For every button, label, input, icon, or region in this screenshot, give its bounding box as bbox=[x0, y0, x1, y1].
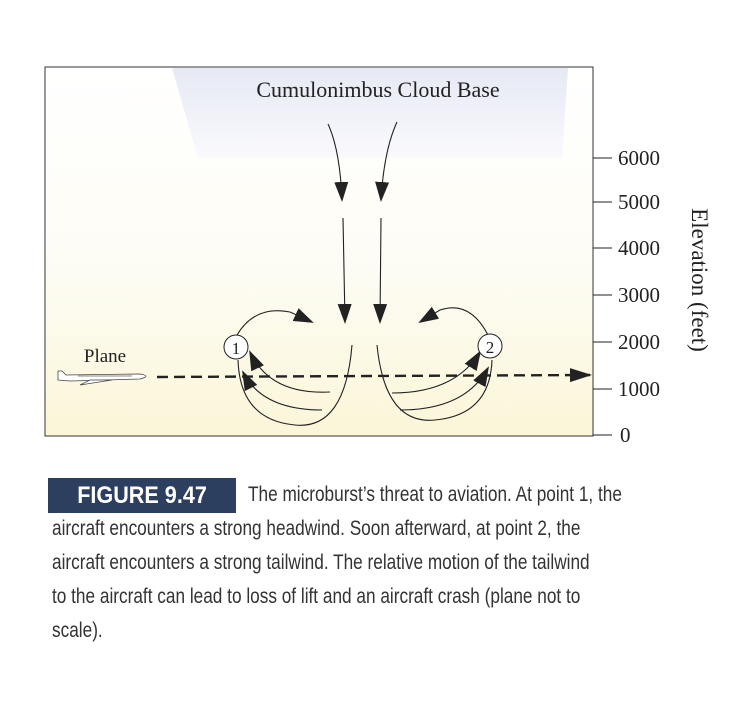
axis-label: Elevation (feet) bbox=[687, 208, 712, 352]
point-1-marker bbox=[223, 334, 249, 360]
left-vortex bbox=[236, 308, 353, 426]
cloud-base bbox=[172, 68, 568, 158]
right-vortex bbox=[376, 306, 493, 421]
tick-label: 0 bbox=[620, 423, 631, 447]
point-1-label: 1 bbox=[232, 339, 241, 358]
downdraft-arrows bbox=[327, 121, 398, 324]
tick-label: 5000 bbox=[618, 190, 660, 214]
caption-line: aircraft encounters a strong tailwind. T… bbox=[52, 551, 590, 574]
plane-label: Plane bbox=[84, 346, 126, 367]
tick-label: 4000 bbox=[618, 236, 660, 260]
figure-number: FIGURE 9.47 bbox=[48, 478, 236, 513]
tick-label: 2000 bbox=[618, 330, 660, 354]
flight-path-arrow bbox=[156, 368, 592, 383]
point-2-label: 2 bbox=[486, 338, 495, 357]
cloud-label: Cumulonimbus Cloud Base bbox=[256, 77, 499, 102]
tick-label: 3000 bbox=[618, 283, 660, 307]
tick-label: 1000 bbox=[618, 377, 660, 401]
elevation-axis bbox=[593, 157, 612, 436]
caption-line: The microburst’s threat to aviation. At … bbox=[248, 483, 622, 506]
point-2-marker bbox=[477, 333, 503, 359]
tick-label: 6000 bbox=[618, 146, 660, 170]
plane-icon bbox=[57, 370, 147, 386]
caption-line: scale). bbox=[52, 619, 103, 642]
caption-line: to the aircraft can lead to loss of lift… bbox=[52, 585, 581, 608]
caption-line: aircraft encounters a strong headwind. S… bbox=[52, 517, 581, 540]
